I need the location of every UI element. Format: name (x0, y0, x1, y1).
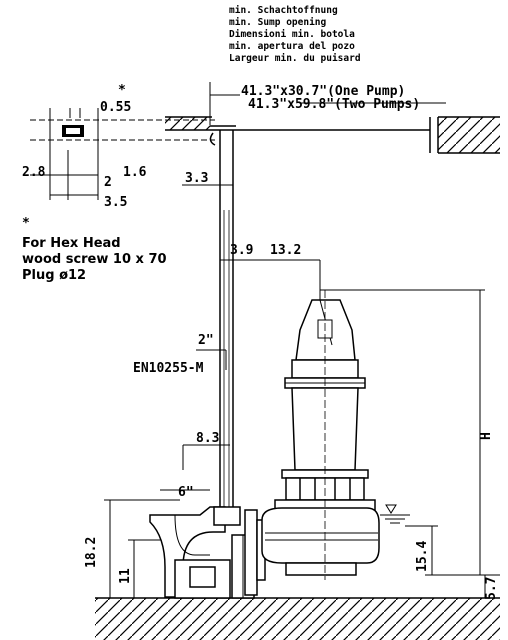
bracket-dim-2: 2 (104, 175, 112, 190)
discharge-connection (149, 506, 266, 599)
dim-3-3: 3.3 (185, 171, 209, 186)
bracket-dim-0-55: 0.55 (100, 100, 132, 115)
dimension-lines (104, 184, 500, 598)
top-slab (165, 116, 500, 154)
dim-15-4: 15.4 (415, 540, 430, 572)
note-star: * (22, 216, 30, 231)
bracket-detail (30, 108, 215, 200)
sump-opening-one-pump: 41.3"x30.7"(One Pump) (241, 84, 406, 99)
dim-18-2: 18.2 (84, 536, 99, 568)
sump-opening-two-pumps: 41.3"x59.8"(Two Pumps) (248, 97, 421, 112)
sump-opening-line-3: Dimensioni min. botola (229, 29, 355, 40)
dim-3-9: 3.9 (230, 243, 254, 258)
dim-13-2: 13.2 (270, 243, 302, 258)
sump-opening-line-1: min. Schachtoffnung (229, 5, 338, 16)
pump-body (261, 290, 380, 580)
note-line-3: Plug ø12 (22, 268, 87, 283)
bracket-star: * (118, 83, 126, 98)
dim-height-h: H (479, 432, 494, 440)
dim-pipe-standard: EN10255-M (133, 361, 204, 376)
water-level-symbol (380, 504, 410, 524)
dim-pipe-size: 2" (198, 333, 214, 348)
sump-opening-line-5: Largeur min. du puisard (229, 53, 361, 64)
sump-opening-line-2: min. Sump opening (229, 17, 327, 28)
dim-8-3: 8.3 (196, 431, 220, 446)
sump-opening-line-4: min. apertura del pozo (229, 41, 355, 52)
guide-rail-pipe (209, 125, 236, 515)
sump-floor (95, 597, 500, 640)
dim-discharge-size: 6" (178, 485, 194, 500)
dim-5-7: 5.7 (484, 576, 499, 600)
note-line-2: wood screw 10 x 70 (22, 252, 167, 267)
bracket-dim-1-6: 1.6 (123, 165, 147, 180)
bracket-dim-2-8: 2.8 (22, 165, 46, 180)
note-line-1: For Hex Head (22, 236, 121, 251)
dim-11: 11 (118, 568, 133, 584)
sump-opening-dimension (209, 82, 446, 125)
bracket-dim-3-5: 3.5 (104, 195, 128, 210)
